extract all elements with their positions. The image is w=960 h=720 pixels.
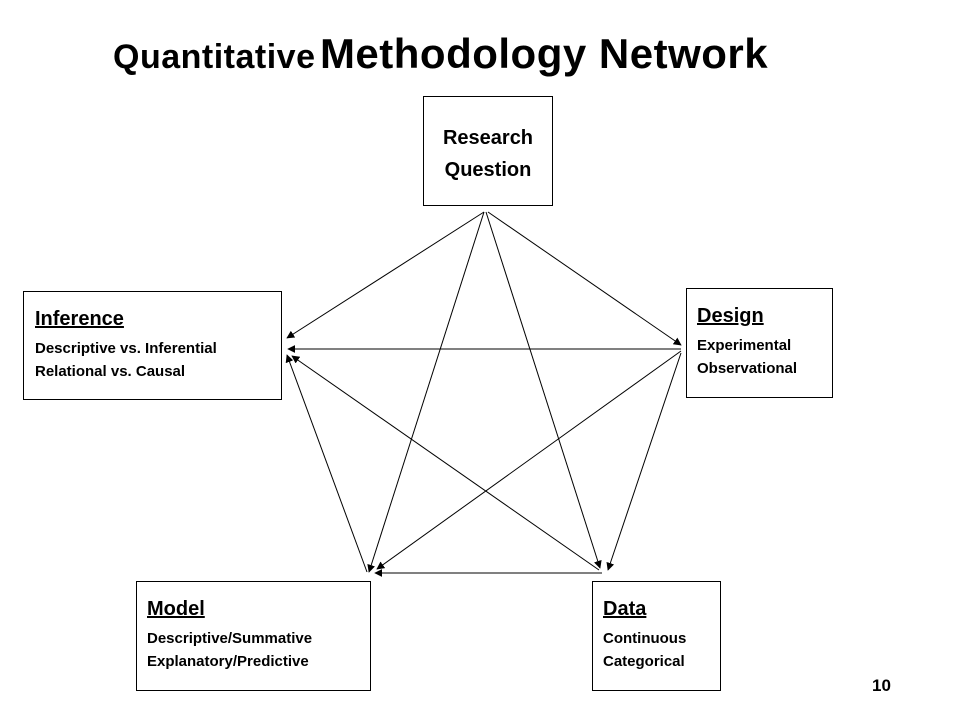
model-line2: Explanatory/Predictive [147,653,309,670]
design-heading: Design [697,305,764,327]
edge-research-to-data [485,211,602,569]
edge-research-to-model [367,211,485,573]
node-model: Model Descriptive/Summative Explanatory/… [136,581,371,691]
research-label-line2: Question [444,159,532,181]
page-number: 10 [872,676,891,695]
inference-line1: Descriptive vs. Inferential [35,340,217,357]
node-data: Data Continuous Categorical [592,581,721,691]
edge-design-to-model [376,350,682,570]
edge-research-to-inference [286,211,485,339]
data-heading: Data [603,598,647,620]
title-part-quantitative: Quantitative [113,38,316,76]
inference-heading: Inference [35,308,124,330]
node-design: Design Experimental Observational [686,288,833,398]
title-part-methodology-network: Methodology Network [319,30,769,77]
model-line1: Descriptive/Summative [147,630,313,647]
edge-research-to-design [487,211,682,346]
model-heading: Model [147,598,205,620]
data-line1: Continuous [603,630,687,647]
inference-line2: Relational vs. Causal [35,363,186,380]
edge-design-to-data [606,352,682,571]
edge-data-to-inference [291,355,600,571]
node-research-question: Research Question [423,96,553,206]
node-inference: Inference Descriptive vs. Inferential Re… [23,291,282,400]
diagram-title: Quantitative Methodology Network [0,30,960,78]
data-line2: Categorical [603,653,685,670]
edge-model-to-inference [285,354,368,573]
design-line1: Experimental [697,337,792,354]
design-line2: Observational [697,360,798,377]
research-label-line1: Research [442,127,534,149]
